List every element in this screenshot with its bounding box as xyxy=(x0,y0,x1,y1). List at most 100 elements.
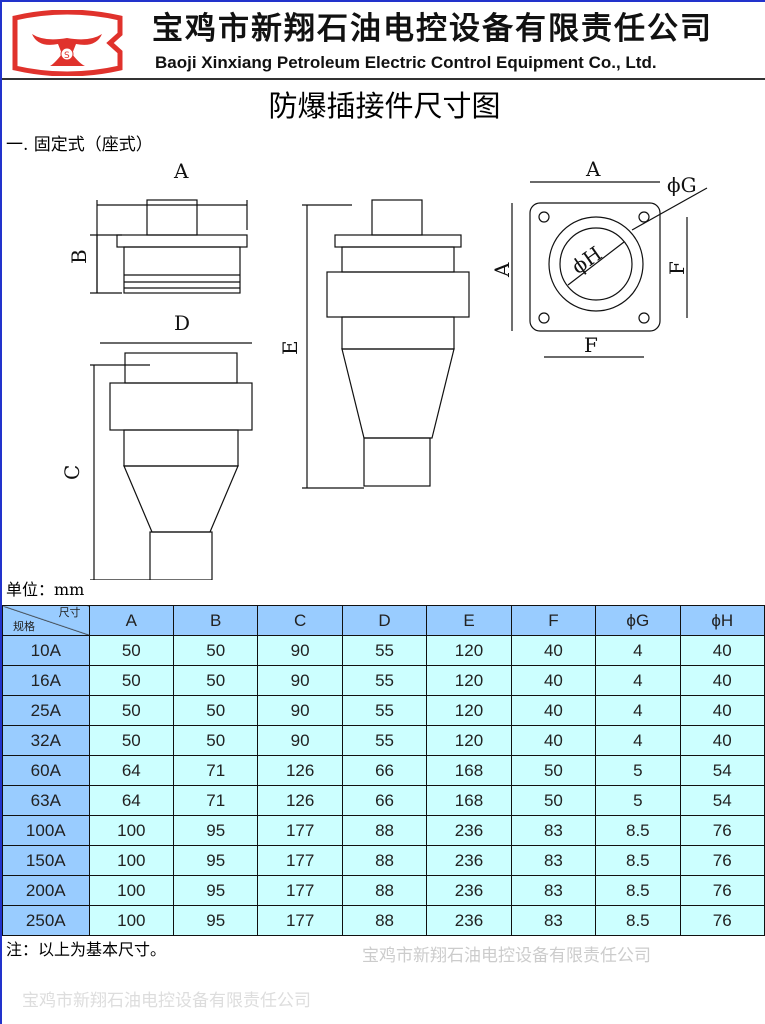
value-cell: 40 xyxy=(679,665,765,696)
column-header: ϕG xyxy=(595,605,681,636)
value-cell: 50 xyxy=(510,755,597,786)
value-cell: 83 xyxy=(510,815,597,846)
value-cell: 95 xyxy=(173,875,259,906)
value-cell: 40 xyxy=(679,725,765,756)
drawing-flange-front: A ϕG ϕH F A F xyxy=(490,160,708,358)
value-cell: 95 xyxy=(173,845,259,876)
value-cell: 120 xyxy=(426,725,512,756)
value-cell: 50 xyxy=(88,635,175,666)
dim-label-b: B xyxy=(67,249,91,264)
dim-label-e: E xyxy=(278,340,302,355)
value-cell: 4 xyxy=(595,665,681,696)
spec-cell: 250A xyxy=(2,905,90,936)
value-cell: 54 xyxy=(679,785,765,816)
dim-label-g: ϕG xyxy=(667,173,697,197)
footnote: 注：以上为基本尺寸。 xyxy=(6,940,167,959)
dim-label-d: D xyxy=(174,311,190,335)
value-cell: 55 xyxy=(341,665,428,696)
column-header: ϕH xyxy=(679,605,765,636)
value-cell: 50 xyxy=(173,695,259,726)
company-header: S 宝鸡市新翔石油电控设备有限责任公司 Baoji Xinxiang Petro… xyxy=(2,0,765,80)
spec-cell: 60A xyxy=(2,755,90,786)
value-cell: 55 xyxy=(341,635,428,666)
company-logo: S xyxy=(12,10,123,76)
value-cell: 90 xyxy=(257,725,343,756)
value-cell: 177 xyxy=(257,905,343,936)
dim-label-f: F xyxy=(584,333,598,357)
dimension-drawings: A B D C E A ϕG ϕH F A F xyxy=(60,160,708,580)
section-heading: 一. 固定式（座式） xyxy=(6,135,153,155)
watermark: 宝鸡市新翔石油电控设备有限责任公司 xyxy=(362,946,651,966)
value-cell: 8.5 xyxy=(595,875,681,906)
value-cell: 120 xyxy=(426,665,512,696)
value-cell: 55 xyxy=(341,725,428,756)
value-cell: 50 xyxy=(173,665,259,696)
column-header: B xyxy=(173,605,259,636)
value-cell: 50 xyxy=(173,635,259,666)
company-name-en: Baoji Xinxiang Petroleum Electric Contro… xyxy=(155,53,657,72)
value-cell: 64 xyxy=(88,755,175,786)
spec-cell: 100A xyxy=(2,815,90,846)
value-cell: 66 xyxy=(341,755,428,786)
value-cell: 8.5 xyxy=(595,905,681,936)
value-cell: 100 xyxy=(88,845,175,876)
value-cell: 100 xyxy=(88,875,175,906)
drawing-base-side: A B xyxy=(67,160,248,294)
unit-label: 单位：mm xyxy=(6,580,85,599)
value-cell: 5 xyxy=(595,785,681,816)
value-cell: 95 xyxy=(173,815,259,846)
value-cell: 83 xyxy=(510,905,597,936)
value-cell: 76 xyxy=(679,845,765,876)
page-title: 防爆插接件尺寸图 xyxy=(268,89,501,123)
value-cell: 100 xyxy=(88,815,175,846)
value-cell: 5 xyxy=(595,755,681,786)
value-cell: 90 xyxy=(257,635,343,666)
value-cell: 55 xyxy=(341,695,428,726)
value-cell: 90 xyxy=(257,665,343,696)
value-cell: 64 xyxy=(88,785,175,816)
value-cell: 50 xyxy=(88,695,175,726)
value-cell: 177 xyxy=(257,845,343,876)
value-cell: 50 xyxy=(88,665,175,696)
corner-cell: 尺寸规格 xyxy=(2,605,90,636)
value-cell: 40 xyxy=(679,695,765,726)
watermark: 宝鸡市新翔石油电控设备有限责任公司 xyxy=(22,991,311,1011)
value-cell: 40 xyxy=(510,725,597,756)
value-cell: 90 xyxy=(257,695,343,726)
corner-bottom-label: 规格 xyxy=(13,621,35,633)
value-cell: 236 xyxy=(426,845,512,876)
dim-label-c: C xyxy=(60,465,84,480)
value-cell: 76 xyxy=(679,905,765,936)
value-cell: 177 xyxy=(257,815,343,846)
drawing-plug-d: D C xyxy=(60,311,253,580)
value-cell: 177 xyxy=(257,875,343,906)
value-cell: 88 xyxy=(341,815,428,846)
value-cell: 120 xyxy=(426,635,512,666)
dim-label-a: A xyxy=(490,262,514,278)
value-cell: 50 xyxy=(173,725,259,756)
value-cell: 88 xyxy=(341,905,428,936)
spec-cell: 10A xyxy=(2,635,90,666)
value-cell: 4 xyxy=(595,695,681,726)
value-cell: 71 xyxy=(173,785,259,816)
spec-cell: 32A xyxy=(2,725,90,756)
dim-label-h: ϕH xyxy=(567,241,606,278)
column-header: E xyxy=(426,605,512,636)
value-cell: 236 xyxy=(426,905,512,936)
value-cell: 168 xyxy=(426,785,512,816)
column-header: A xyxy=(88,605,175,636)
value-cell: 83 xyxy=(510,845,597,876)
value-cell: 100 xyxy=(88,905,175,936)
value-cell: 236 xyxy=(426,875,512,906)
column-header: F xyxy=(510,605,597,636)
value-cell: 76 xyxy=(679,875,765,906)
value-cell: 40 xyxy=(510,695,597,726)
value-cell: 4 xyxy=(595,635,681,666)
value-cell: 40 xyxy=(679,635,765,666)
